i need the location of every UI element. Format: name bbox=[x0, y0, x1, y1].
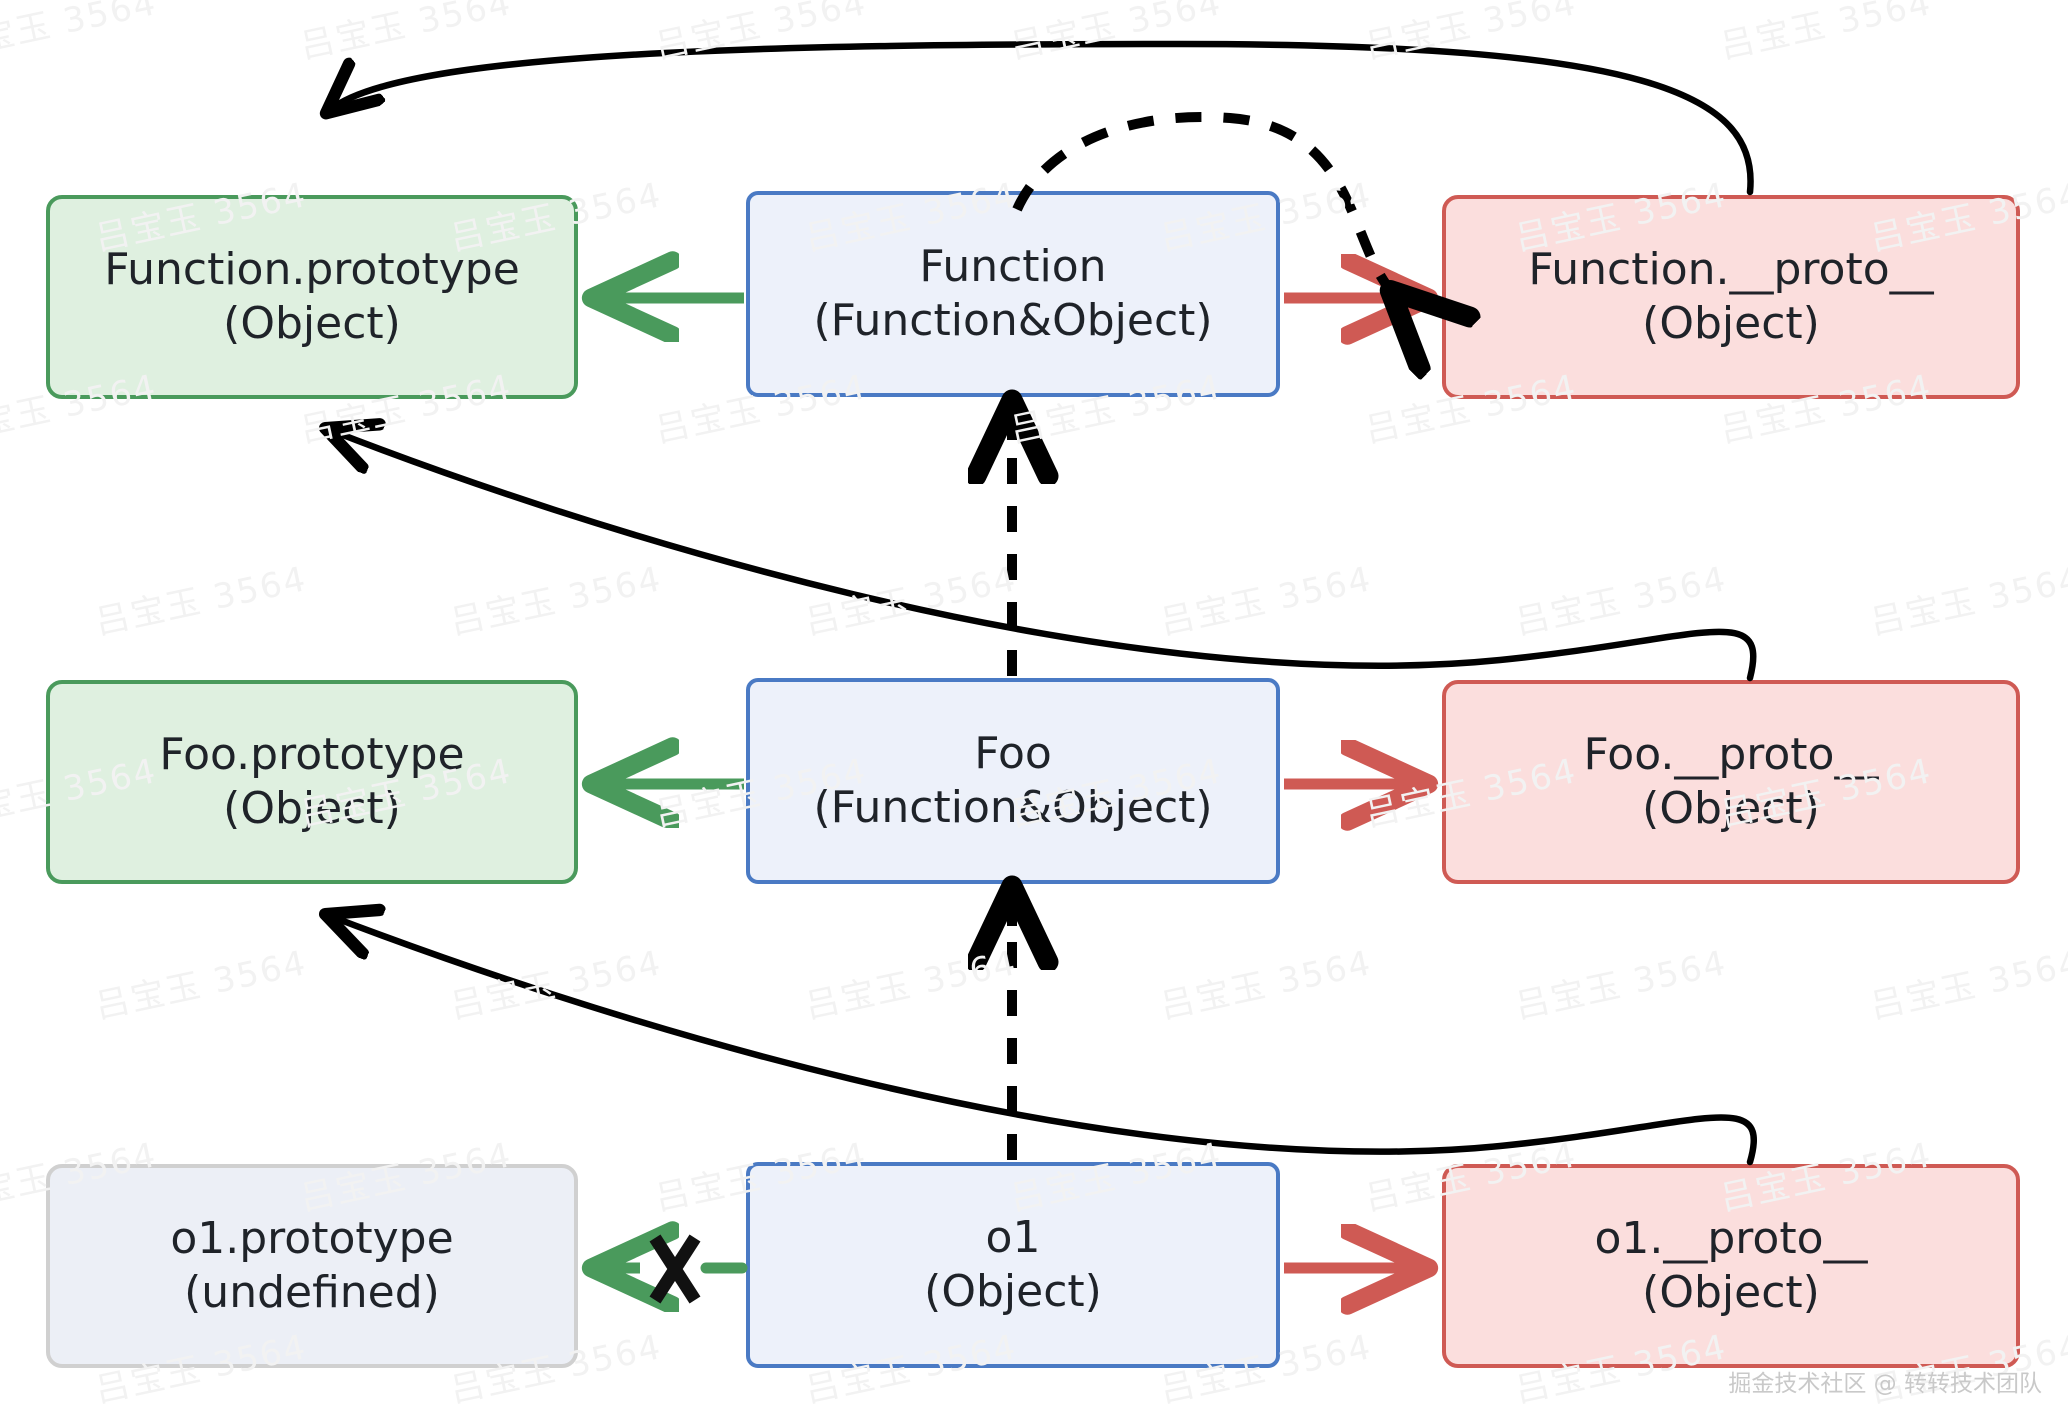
edge-function-proto-self-loop bbox=[1005, 112, 1396, 296]
box-function-proto[interactable] bbox=[1442, 195, 2020, 399]
blocked-x-icon bbox=[649, 1234, 701, 1304]
edge-o1-proto-to-foo-prototype bbox=[330, 916, 1757, 1166]
credit-watermark: 掘金技术社区 @ 转转技术团队 bbox=[1728, 1371, 2042, 1397]
box-function-prototype[interactable] bbox=[46, 195, 578, 399]
edge-o1-to-o1-prototype-blocked bbox=[600, 1234, 748, 1304]
box-function[interactable] bbox=[746, 191, 1280, 397]
edge-foo-proto-to-function-prototype bbox=[330, 430, 1757, 682]
box-o1[interactable] bbox=[746, 1162, 1280, 1368]
box-o1-prototype[interactable] bbox=[46, 1164, 578, 1368]
edge-function-proto-to-function-prototype bbox=[330, 40, 1754, 196]
box-o1-proto[interactable] bbox=[1442, 1164, 2020, 1368]
box-foo-proto[interactable] bbox=[1442, 680, 2020, 884]
box-foo[interactable] bbox=[746, 678, 1280, 884]
box-foo-prototype[interactable] bbox=[46, 680, 578, 884]
